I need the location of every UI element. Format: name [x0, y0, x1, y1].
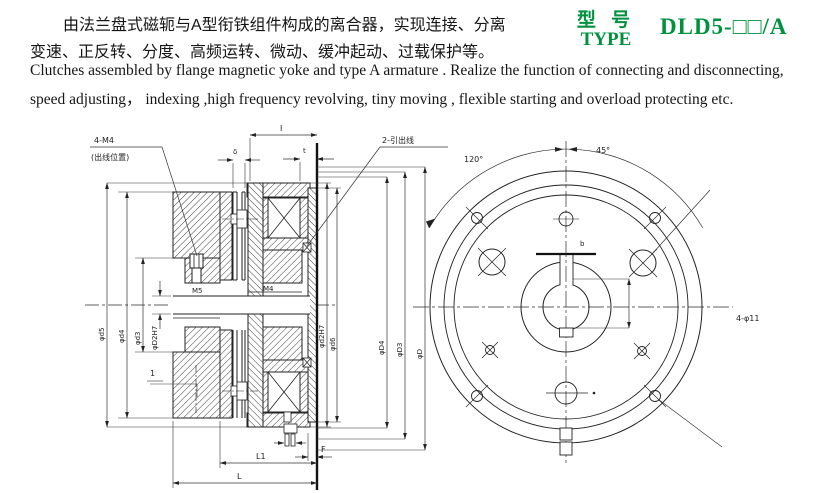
technical-drawing: I δ t φd2H7 φd — [85, 124, 759, 490]
note-screw-line1: 4-M4 — [94, 136, 114, 145]
dim-label-left-3: φd3 — [134, 331, 142, 345]
dim-label-t: t — [303, 147, 306, 155]
dim-label-L1: L1 — [256, 452, 266, 461]
dim-label-gap: δ — [233, 148, 237, 156]
section-view: I δ t φd2H7 φd — [85, 124, 448, 490]
dim-label-left-2: φd4 — [118, 329, 126, 343]
front-view: b — [413, 141, 759, 465]
dim-label-key-width: b — [580, 240, 585, 248]
dim-label-right-1: φd2H7 — [318, 325, 326, 348]
label-hub-thread: M5 — [192, 287, 203, 295]
model-number: DLD5-□□/A — [660, 14, 788, 39]
dim-label-L: L — [237, 472, 242, 481]
angle-label-right: 45° — [596, 146, 610, 155]
dim-label-right-2: φd6 — [329, 337, 337, 351]
description-english-line1: Clutches assembled by flange magnetic yo… — [30, 62, 784, 79]
label-rotor-thread: M4 — [263, 285, 274, 293]
dim-label-left-1: φd5 — [98, 327, 106, 341]
description-english-line2: speed adjusting， indexing ,high frequenc… — [30, 91, 734, 108]
angle-label-left: 120° — [464, 155, 483, 164]
dim-label-right-4: φD3 — [396, 343, 404, 357]
dim-label-F: F — [321, 445, 326, 454]
holes-count-label: 4-φ11 — [736, 314, 759, 323]
type-label-english: TYPE — [580, 29, 632, 50]
description-chinese-line1: 由法兰盘式磁轭与A型衔铁组件构成的离合器，实现连接、分离 — [63, 17, 506, 34]
description-chinese-line2: 变速、正反转、分度、高频运转、微动、缓冲起动、过载保护等。 — [30, 44, 495, 61]
dim-label-right-5: φD — [416, 349, 424, 359]
label-key: 1 — [150, 369, 155, 378]
note-screw-line2: (出线位置) — [91, 152, 129, 162]
dim-label-right-3: φD4 — [378, 340, 386, 355]
dim-label-top-width: I — [280, 124, 282, 133]
dim-label-left-4: φD2H7 — [151, 326, 159, 350]
note-lead-wire: 2-引出线 — [382, 135, 414, 145]
type-label-chinese: 型 号 — [576, 10, 636, 31]
